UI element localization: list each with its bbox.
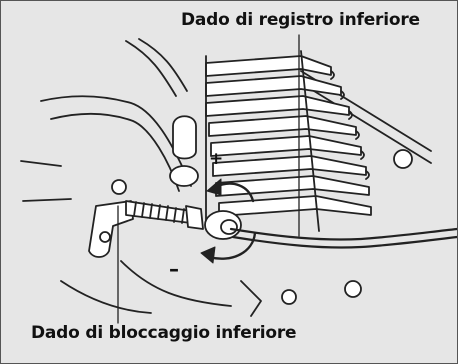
throttle-cable [229,227,457,241]
thread-marks [133,201,185,224]
bolt-right-2 [344,280,362,298]
throttle-cable-outer [231,235,457,249]
frame-tube-left [40,95,192,187]
frame-tube-top-inner [138,38,188,92]
lower-case [60,260,232,314]
plug-boss [172,115,197,160]
rotation-arrowhead-down [200,246,216,264]
plus-sign: + [209,149,224,169]
cylinder-side [205,50,320,232]
throttle-bracket [88,200,134,258]
fin-serrations [330,70,370,180]
upper-adjusting-nut-label: Dado di registro inferiore [181,10,420,30]
cylinder-fins [205,55,372,217]
frame-tube-top [125,40,177,97]
frame-tube-left-inner [50,113,180,192]
minus-sign: – [169,257,179,281]
plug-cap [169,165,199,187]
left-sketch [20,160,72,202]
bracket-bolt [99,231,111,243]
bolt-right-3 [281,289,297,305]
lower-lock-nut-label: Dado di bloccaggio inferiore [31,323,297,343]
lock-nut [185,205,204,230]
rotation-arrowhead-up [206,178,222,196]
bolt-right-1 [393,149,413,169]
bracket-bolt-top [111,179,127,195]
lower-detail [240,280,262,317]
adjusting-nut-inner [220,219,238,235]
rotation-arrow-down [207,231,257,260]
